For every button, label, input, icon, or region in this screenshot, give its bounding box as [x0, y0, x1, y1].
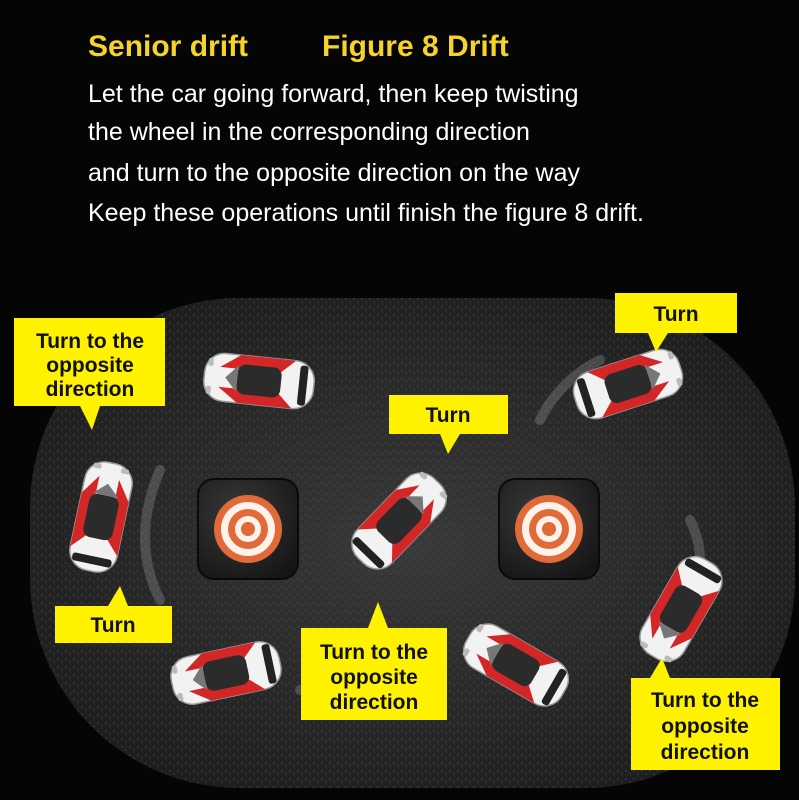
callout-top-left: Turn to the opposite direction — [14, 318, 165, 430]
callout-text: opposite — [46, 354, 134, 377]
callout-top-right: Turn — [615, 293, 737, 352]
callout-text: opposite — [661, 715, 749, 738]
callout-bottom-right: Turn to the opposite direction — [631, 658, 780, 770]
callout-text: Turn to the — [36, 330, 144, 353]
title-figure-8-drift: Figure 8 Drift — [322, 30, 509, 63]
callout-bottom-center: Turn to the opposite direction — [301, 602, 447, 720]
description-line-2: the wheel in the corresponding direction — [88, 118, 530, 146]
description-line-1: Let the car going forward, then keep twi… — [88, 80, 579, 108]
callout-text: Turn to the — [651, 689, 759, 712]
callout-text: Turn to the — [320, 641, 428, 664]
callout-text: Turn — [425, 404, 470, 427]
callout-text: direction — [46, 378, 135, 401]
callout-left: Turn — [55, 586, 172, 643]
pylon-target-icon — [498, 478, 600, 580]
callout-center: Turn — [389, 395, 508, 454]
description-line-3: and turn to the opposite direction on th… — [88, 159, 580, 187]
callout-text: Turn — [653, 303, 698, 326]
callout-text: Turn — [90, 614, 135, 637]
title-senior-drift: Senior drift — [88, 30, 249, 63]
callout-text: direction — [330, 691, 419, 714]
description-line-4: Keep these operations until finish the f… — [88, 199, 644, 227]
header: Senior drift Figure 8 Drift Let the car … — [0, 0, 799, 260]
callout-text: direction — [661, 741, 750, 764]
callout-text: opposite — [330, 666, 418, 689]
pylon-target-icon — [197, 478, 299, 580]
